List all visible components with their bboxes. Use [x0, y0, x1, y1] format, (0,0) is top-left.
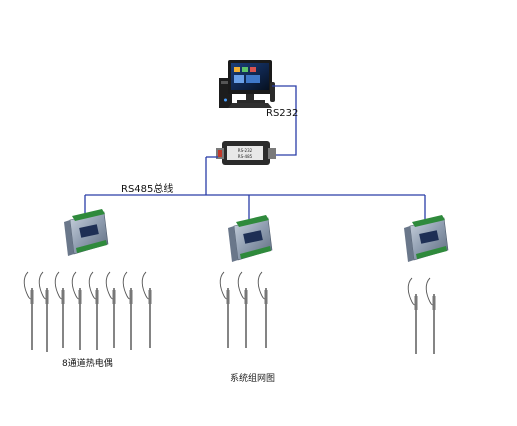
thermocouple-label: 8通道热电偶 [62, 359, 113, 369]
thermocouple-probe [425, 277, 436, 354]
thermocouple-probe [88, 271, 99, 350]
module-middle [228, 215, 273, 262]
probe-group-left [23, 271, 152, 352]
rs485-bus-label: RS485总线 [121, 184, 174, 195]
diagram-caption: 系统组网图 [230, 374, 276, 384]
rs232-label: RS232 [266, 108, 299, 119]
module-right [404, 215, 449, 262]
thermocouple-probe [407, 277, 418, 354]
thermocouple-probe [23, 271, 34, 350]
thermocouple-probe [105, 271, 116, 348]
thermocouple-probe [257, 271, 268, 348]
thermocouple-probe [237, 271, 248, 348]
converter-bottom-text: RS-485 [238, 154, 253, 159]
thermocouple-probe [71, 271, 82, 350]
converter-device: RS-232 RS-485 [216, 141, 276, 165]
probe-group-right [407, 277, 436, 354]
thermocouple-probe [141, 271, 152, 348]
rs232-cable [269, 85, 297, 156]
thermocouple-probe [54, 271, 65, 348]
computer-icon [219, 60, 275, 108]
thermocouple-probe [122, 271, 133, 350]
thermocouple-probe [219, 271, 230, 348]
converter-top-text: RS-232 [238, 148, 253, 153]
probe-group-middle [219, 271, 268, 348]
thermocouple-probe [38, 271, 49, 352]
module-left [64, 209, 109, 256]
